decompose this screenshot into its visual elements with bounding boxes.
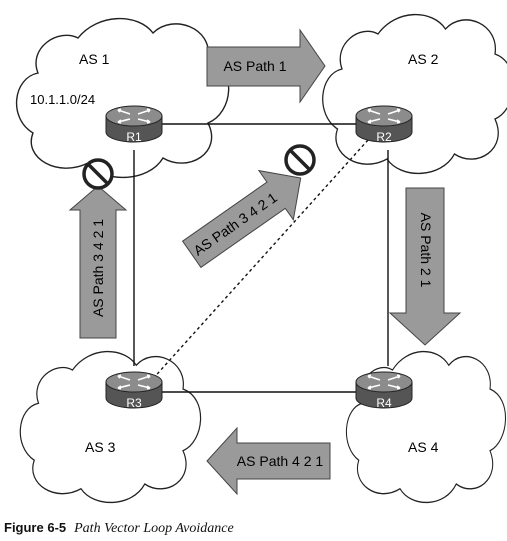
- as3-cloud: [19, 350, 202, 504]
- arrow-left-label: AS Path 3 4 2 1: [90, 219, 106, 317]
- figure-number: Figure 6-5: [4, 520, 67, 535]
- arrow-as-path-left: AS Path 3 4 2 1: [68, 185, 128, 339]
- router-r3: R3: [105, 371, 163, 410]
- router-r1: R1: [105, 105, 163, 144]
- arrow-bottom-label: AS Path 4 2 1: [237, 453, 324, 469]
- as2-label: AS 2: [408, 51, 439, 67]
- arrow-top-label: AS Path 1: [223, 58, 286, 74]
- as1-label: AS 1: [79, 51, 110, 67]
- as2-cloud: [322, 13, 507, 175]
- prohibited-icon: [284, 144, 316, 176]
- as4-label: AS 4: [408, 439, 439, 455]
- figure-title: Path Vector Loop Avoidance: [74, 521, 234, 536]
- arrow-as-path-bottom: AS Path 4 2 1: [206, 426, 331, 496]
- prefix-label: 10.1.1.0/24: [30, 92, 95, 107]
- arrow-as-path-right: AS Path 2 1: [388, 187, 462, 346]
- path-vector-diagram: R1 R2 R3 R4 AS 1 AS 2 AS 3 AS 4 10.1.1.0…: [15, 13, 507, 504]
- as3-label: AS 3: [85, 439, 116, 455]
- link-r2-r3-dotted: [149, 139, 369, 383]
- router-r2: R2: [355, 105, 413, 144]
- router-r3-label: R3: [126, 396, 142, 410]
- figure-caption: Figure 6-5 Path Vector Loop Avoidance: [4, 520, 234, 537]
- router-r1-label: R1: [126, 130, 142, 144]
- router-r4: R4: [355, 371, 413, 410]
- router-r2-label: R2: [376, 130, 392, 144]
- arrow-right-label: AS Path 2 1: [418, 213, 434, 288]
- arrow-diagonal-label: AS Path 3 4 2 1: [190, 189, 280, 258]
- router-r4-label: R4: [376, 396, 392, 410]
- arrow-as-path-top: AS Path 1: [206, 28, 326, 104]
- prohibited-icon: [82, 158, 114, 190]
